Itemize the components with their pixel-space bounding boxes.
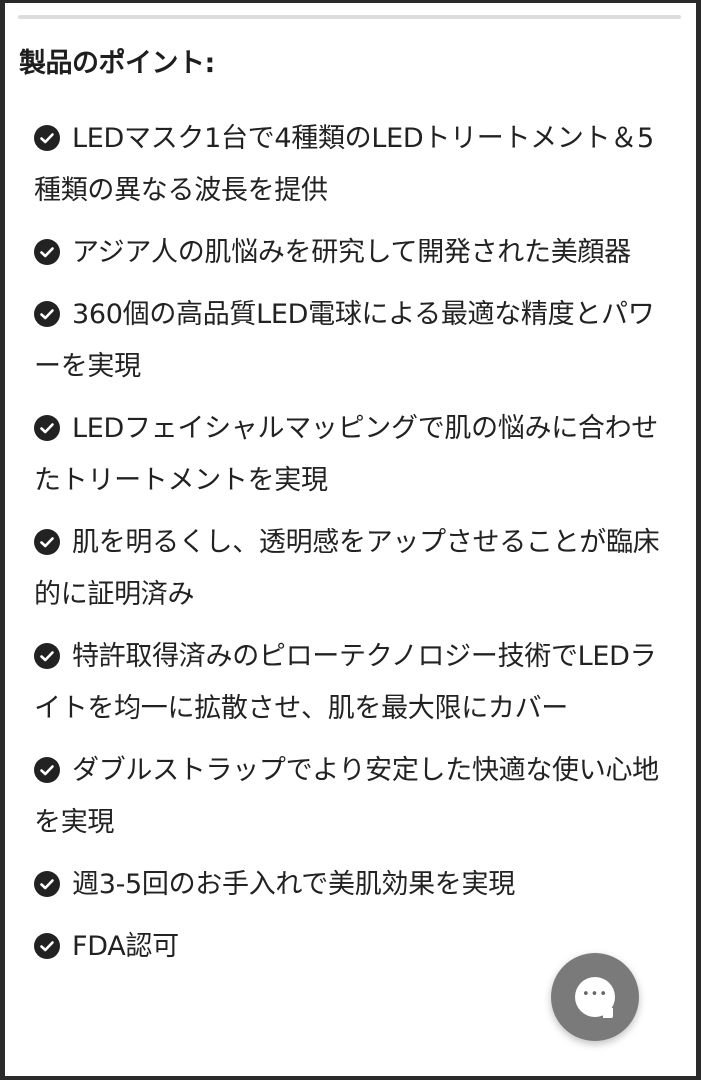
section-title: 製品のポイント:	[19, 48, 215, 79]
feature-item: LEDマスク1台で4種類のLEDトリートメント＆5種類の異なる波長を提供	[5, 113, 696, 217]
check-circle-icon	[34, 932, 60, 959]
feature-item: 360個の高品質LED電球による最適な精度とパワーを実現	[5, 289, 696, 393]
check-circle-icon	[34, 642, 60, 669]
check-circle-icon	[34, 300, 60, 327]
feature-item: FDA認可	[5, 921, 696, 973]
feature-text: LEDフェイシャルマッピングで肌の悩みに合わせたトリートメントを実現	[34, 413, 658, 496]
feature-text: アジア人の肌悩みを研究して開発された美顔器	[72, 237, 631, 268]
feature-text: 特許取得済みのピローテクノロジー技術でLEDライトを均一に拡散させ、肌を最大限に…	[34, 641, 657, 724]
check-circle-icon	[34, 756, 60, 783]
feature-text: 肌を明るくし、透明感をアップさせることが臨床的に証明済み	[34, 527, 660, 610]
feature-text: FDA認可	[72, 931, 179, 962]
check-circle-icon	[34, 870, 60, 897]
feature-text: 週3-5回のお手入れで美肌効果を実現	[72, 869, 515, 900]
check-circle-icon	[34, 238, 60, 265]
feature-item: 肌を明るくし、透明感をアップさせることが臨床的に証明済み	[5, 517, 696, 621]
ellipsis-icon: •••	[581, 986, 608, 1002]
feature-text: LEDマスク1台で4種類のLEDトリートメント＆5種類の異なる波長を提供	[34, 123, 654, 206]
feature-text: 360個の高品質LED電球による最適な精度とパワーを実現	[34, 299, 655, 382]
check-circle-icon	[34, 124, 60, 151]
feature-list: LEDマスク1台で4種類のLEDトリートメント＆5種類の異なる波長を提供 アジア…	[5, 113, 696, 983]
feature-item: ダブルストラップでより安定した快適な使い心地を実現	[5, 745, 696, 849]
chat-widget-button[interactable]: •••	[551, 953, 639, 1041]
divider	[18, 15, 681, 19]
product-points-panel: 製品のポイント: LEDマスク1台で4種類のLEDトリートメント＆5種類の異なる…	[5, 3, 696, 1076]
chat-bubble-icon: •••	[575, 977, 615, 1018]
feature-item: 特許取得済みのピローテクノロジー技術でLEDライトを均一に拡散させ、肌を最大限に…	[5, 631, 696, 735]
feature-item: 週3-5回のお手入れで美肌効果を実現	[5, 859, 696, 911]
check-circle-icon	[34, 528, 60, 555]
feature-item: LEDフェイシャルマッピングで肌の悩みに合わせたトリートメントを実現	[5, 403, 696, 507]
feature-item: アジア人の肌悩みを研究して開発された美顔器	[5, 227, 696, 279]
feature-text: ダブルストラップでより安定した快適な使い心地を実現	[34, 755, 659, 838]
check-circle-icon	[34, 414, 60, 441]
